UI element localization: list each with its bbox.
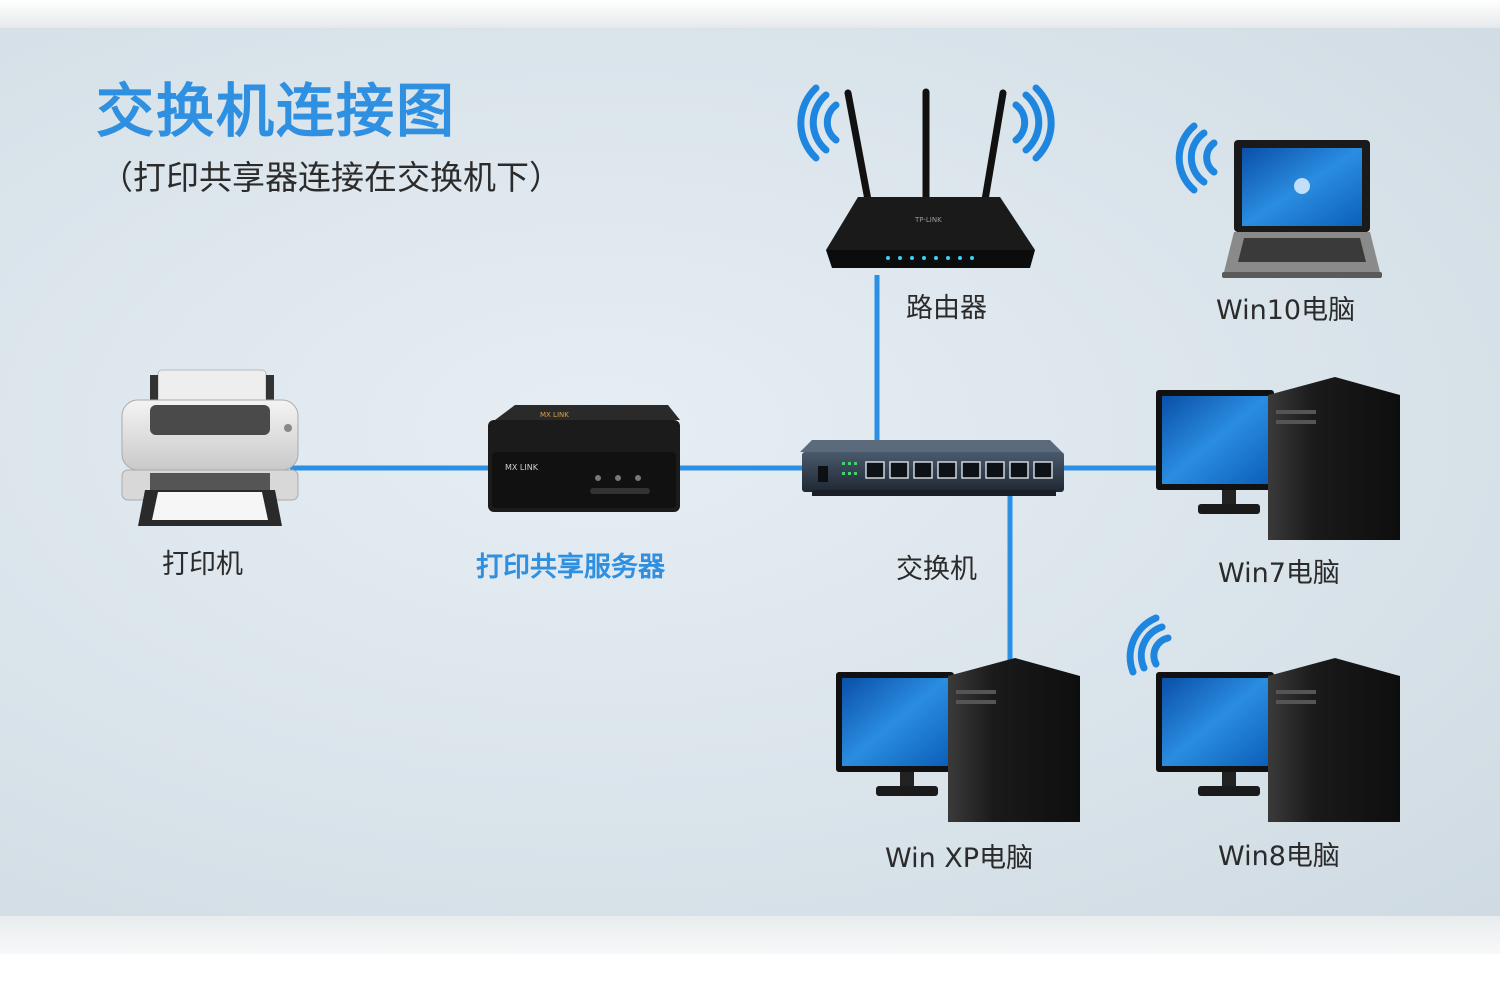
winxp-desktop-image	[836, 658, 1080, 822]
win10-wifi-icon	[1175, 122, 1218, 194]
top-border-strip	[0, 0, 1500, 28]
win8-label: Win8电脑	[1218, 841, 1340, 872]
switch-label: 交换机	[896, 554, 977, 585]
win7-label: Win7电脑	[1218, 558, 1340, 589]
winxp-label: Win XP电脑	[885, 843, 1034, 874]
diagram-title: 交换机连接图	[96, 77, 457, 145]
router-image: TP-LINK	[826, 88, 1035, 268]
router-wifi-left-icon	[797, 84, 840, 162]
svg-text:MX LINK: MX LINK	[540, 411, 569, 419]
win8-wifi-icon	[1126, 614, 1172, 676]
printer-label: 打印机	[162, 549, 243, 580]
router-label: 路由器	[906, 293, 987, 324]
switch-image	[800, 440, 1064, 496]
print-server-label: 打印共享服务器	[476, 552, 665, 583]
print-server-brand: MX LINK	[505, 463, 539, 472]
printer-image	[121, 369, 299, 526]
print-server-image: MX LINK MX LINK	[488, 405, 680, 512]
diagram-subtitle: （打印共享器连接在交换机下）	[100, 158, 562, 197]
win10-label: Win10电脑	[1216, 295, 1356, 326]
router-wifi-right-icon	[1012, 84, 1055, 162]
win8-desktop-image	[1156, 658, 1400, 822]
bottom-border-strip	[0, 916, 1500, 954]
connection-lines	[290, 275, 1160, 668]
win10-laptop-image	[1222, 140, 1382, 278]
router-brand: TP-LINK	[914, 216, 942, 224]
win7-desktop-image	[1156, 377, 1400, 540]
